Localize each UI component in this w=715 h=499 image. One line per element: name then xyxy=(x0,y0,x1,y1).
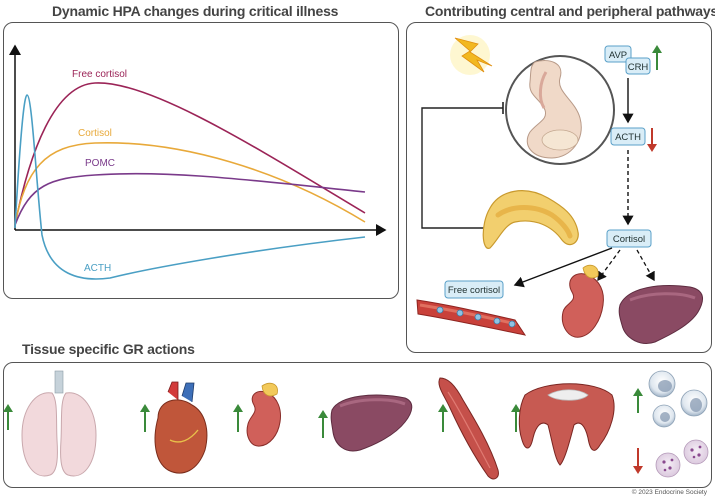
pomc-label: POMC xyxy=(85,158,115,169)
pomc-curve xyxy=(14,172,366,226)
free-cortisol-box: Free cortisol xyxy=(444,280,504,299)
acth-label: ACTH xyxy=(84,263,111,274)
acth-box: ACTH xyxy=(610,127,646,146)
heart-icon xyxy=(140,381,208,474)
cortisol-curve xyxy=(14,142,366,226)
free-cortisol-curve xyxy=(14,82,366,226)
kidney-icon xyxy=(233,382,281,447)
immune-cells-icon xyxy=(633,370,709,478)
cortisol-label: Cortisol xyxy=(78,128,112,139)
blood-vessel-icon xyxy=(416,299,527,336)
svg-text:Free cortisol: Free cortisol xyxy=(448,285,500,296)
diaphragm-icon xyxy=(511,383,615,466)
acth-curve xyxy=(14,94,366,280)
cortisol-to-free-cortisol-arrow xyxy=(513,247,613,288)
right-panel-title: Contributing central and peripheral path… xyxy=(425,3,715,19)
bottom-panel-title: Tissue specific GR actions xyxy=(22,341,195,357)
avp-crh-up-arrow xyxy=(652,45,662,70)
crh-box: CRH xyxy=(625,57,651,75)
liver-pathway-icon xyxy=(618,285,703,344)
lightning-icon xyxy=(450,35,493,75)
cortisol-to-kidney-arrow xyxy=(597,249,621,282)
hpa-axes xyxy=(9,44,387,236)
left-panel-title: Dynamic HPA changes during critical illn… xyxy=(52,3,339,19)
free-cortisol-label: Free cortisol xyxy=(72,69,127,80)
svg-text:AVP: AVP xyxy=(609,50,627,61)
cortisol-to-liver-arrow xyxy=(636,249,655,282)
svg-text:ACTH: ACTH xyxy=(615,132,641,143)
avp-box: AVP xyxy=(604,45,632,63)
adrenal-gland-icon xyxy=(482,190,579,249)
hpa-chart-panel xyxy=(3,22,399,299)
lung-icon xyxy=(3,370,97,477)
liver-icon xyxy=(318,394,413,452)
pituitary-icon xyxy=(505,55,615,165)
svg-text:CRH: CRH xyxy=(628,62,649,73)
kidney-pathway-icon xyxy=(561,264,604,338)
muscle-icon xyxy=(438,377,499,480)
cortisol-box: Cortisol xyxy=(606,229,652,248)
copyright-notice: © 2023 Endocrine Society xyxy=(631,489,707,496)
svg-text:Cortisol: Cortisol xyxy=(613,234,645,245)
feedback-inhibition-line xyxy=(421,107,503,229)
acth-down-arrow xyxy=(647,128,657,152)
